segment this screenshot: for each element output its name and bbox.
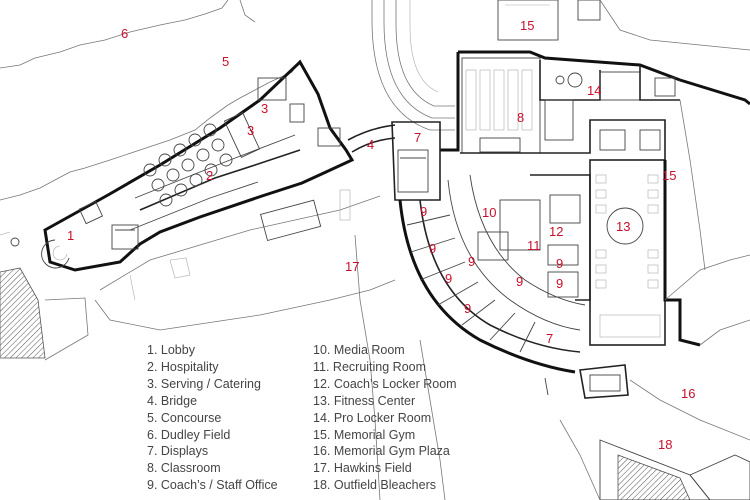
legend-item: 15. Memorial Gym: [313, 427, 416, 442]
room-number-9: 9: [516, 274, 523, 289]
room-number-16: 16: [681, 386, 695, 401]
room-number-15: 15: [662, 168, 676, 183]
left-bleachers: [0, 267, 89, 361]
legend-item: 6. Dudley Field: [147, 427, 231, 442]
room-number-3: 3: [261, 101, 268, 116]
room-number-labels: 1 2 3 3 4 5 6 7 7 8 9 9 9 9 9 9 9 9 10 1…: [67, 18, 695, 452]
bridge: [347, 124, 396, 153]
classroom-seating: [465, 69, 533, 131]
room-number-4: 4: [367, 137, 374, 152]
room-number-9: 9: [556, 276, 563, 291]
room-number-18: 18: [658, 437, 672, 452]
room-number-9: 9: [556, 256, 563, 271]
legend-item: 5. Concourse: [147, 410, 222, 425]
main-building: [391, 0, 750, 399]
room-number-9: 9: [429, 241, 436, 256]
room-number-1: 1: [67, 228, 74, 243]
room-number-15: 15: [520, 18, 534, 33]
room-number-9: 9: [468, 254, 475, 269]
legend-item: 17. Hawkins Field: [313, 461, 412, 476]
hospitality-tables: [143, 123, 233, 207]
outfield-bleachers: [559, 379, 750, 500]
hospitality-wing: [10, 59, 355, 272]
room-number-13: 13: [616, 219, 630, 234]
room-number-9: 9: [445, 271, 452, 286]
legend-item: 8. Classroom: [147, 461, 221, 476]
room-number-3: 3: [247, 123, 254, 138]
legend-item: 18. Outfield Bleachers: [313, 478, 436, 493]
hawkins-field-lines: [94, 189, 446, 500]
legend-item: 10. Media Room: [313, 343, 405, 357]
legend-item: 13. Fitness Center: [313, 393, 416, 408]
legend-item: 12. Coach’s Locker Room: [313, 376, 457, 391]
room-number-7: 7: [414, 130, 421, 145]
legend-item: 16. Memorial Gym Plaza: [313, 444, 450, 459]
fitness-equipment: [595, 174, 661, 338]
legend-item: 2. Hospitality: [147, 359, 219, 374]
room-number-7: 7: [546, 331, 553, 346]
dudley-field-outline: [0, 0, 301, 236]
legend-item: 3. Serving / Catering: [147, 376, 261, 391]
legend-item: 9. Coach’s / Staff Office: [147, 478, 278, 493]
legend-item: 4. Bridge: [147, 393, 198, 408]
room-number-6: 6: [121, 26, 128, 41]
legend-item: 14. Pro Locker Room: [313, 410, 432, 425]
room-number-10: 10: [482, 205, 496, 220]
room-number-17: 17: [345, 259, 359, 274]
room-number-8: 8: [517, 110, 524, 125]
legend-item: 1. Lobby: [147, 343, 195, 357]
room-number-14: 14: [587, 83, 601, 98]
office-dividers: [406, 214, 536, 353]
legend-left: 1. Lobby 2. Hospitality 3. Serving / Cat…: [147, 342, 278, 494]
room-number-11: 11: [527, 238, 541, 253]
room-number-9: 9: [464, 301, 471, 316]
room-number-12: 12: [549, 224, 563, 239]
legend-item: 11. Recruiting Room: [313, 359, 427, 374]
running-track: [371, 0, 601, 131]
room-number-9: 9: [420, 204, 427, 219]
room-number-5: 5: [222, 54, 229, 69]
legend-right: 10. Media Room 11. Recruiting Room 12. C…: [313, 342, 457, 494]
legend-item: 7. Displays: [147, 444, 209, 459]
room-number-2: 2: [206, 168, 213, 183]
